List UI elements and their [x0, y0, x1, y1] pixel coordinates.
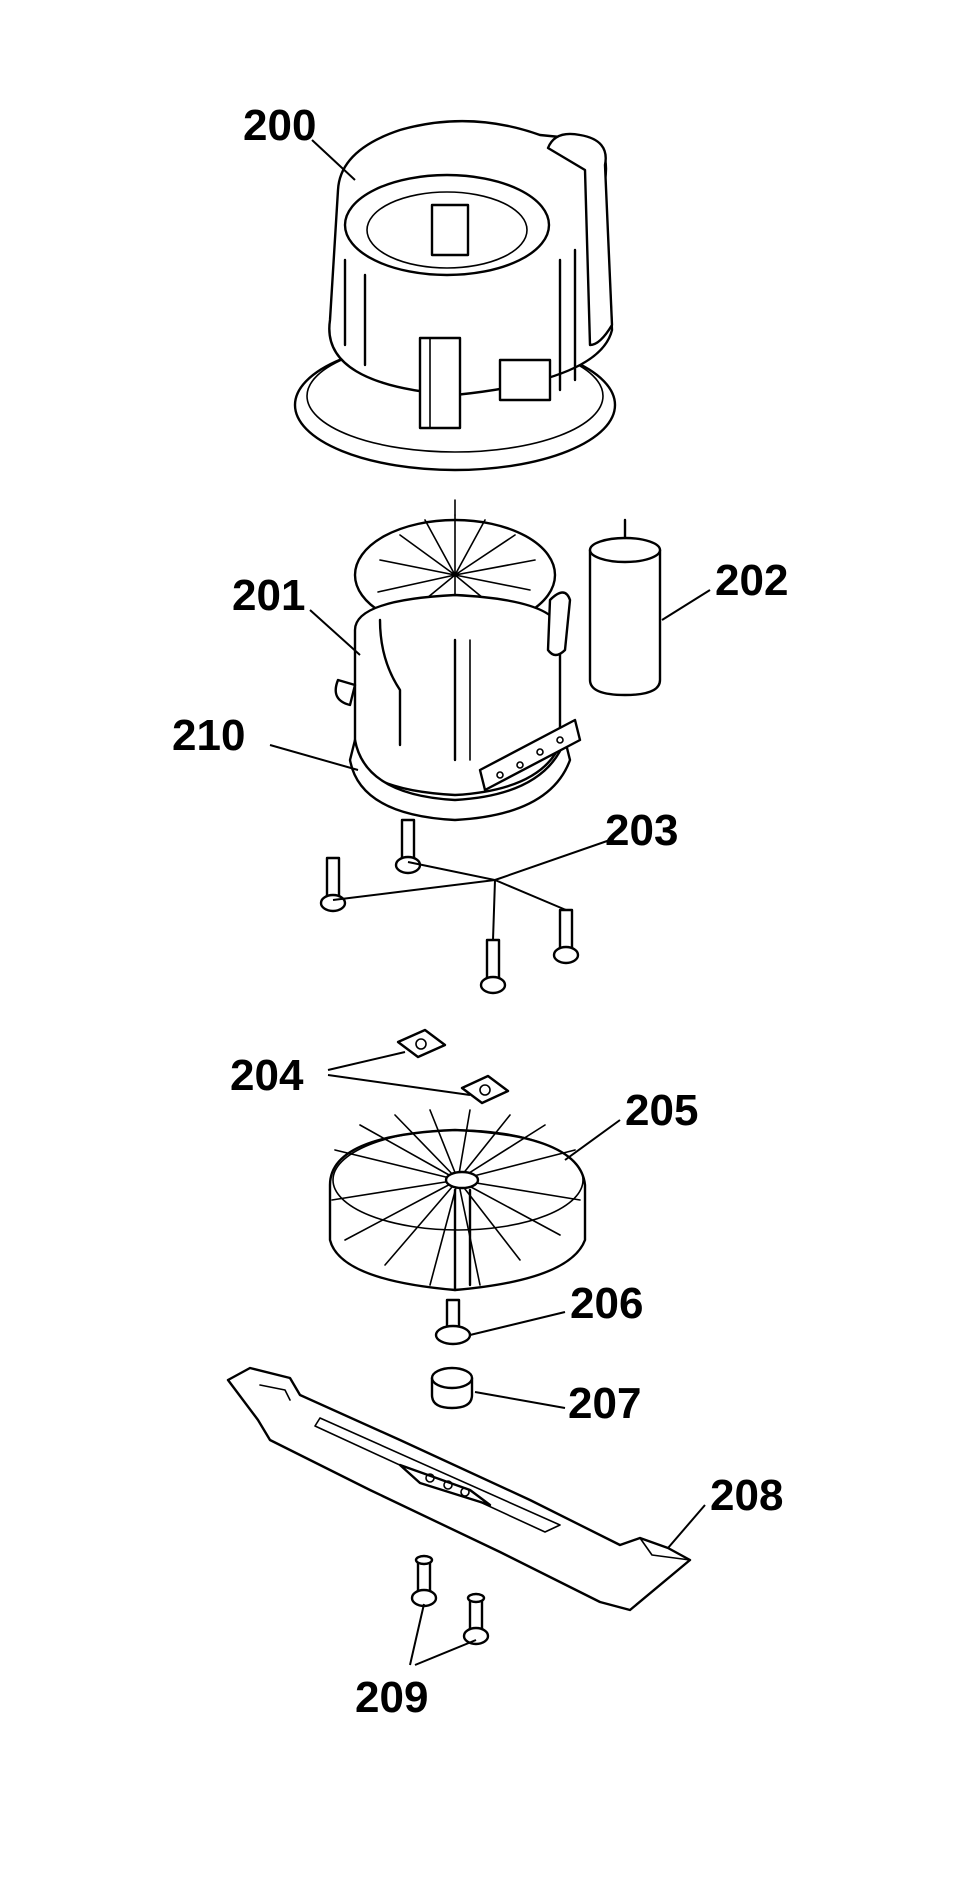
label-204: 204	[230, 1051, 304, 1100]
label-203: 203	[605, 806, 678, 855]
part-203-screws: 203	[319, 806, 678, 995]
part-204-nuts: 204	[230, 1028, 510, 1105]
part-200-motor-housing: 200	[243, 101, 617, 472]
part-202-capacitor: 202	[588, 518, 788, 697]
label-209: 209	[355, 1673, 428, 1722]
label-210: 210	[172, 711, 245, 760]
label-201: 201	[232, 571, 305, 620]
label-202: 202	[715, 556, 788, 605]
part-207-spacer: 207	[430, 1366, 641, 1428]
part-205-fan: 205	[328, 1086, 698, 1292]
label-205: 205	[625, 1086, 698, 1135]
part-201-motor: 201 210	[172, 499, 582, 822]
label-206: 206	[570, 1279, 643, 1328]
part-206-screw: 206	[434, 1279, 643, 1346]
part-209-screws: 209	[355, 1554, 490, 1722]
label-207: 207	[568, 1379, 641, 1428]
label-200: 200	[243, 101, 316, 150]
part-208-blade: 208	[226, 1366, 783, 1612]
label-208: 208	[710, 1471, 783, 1520]
